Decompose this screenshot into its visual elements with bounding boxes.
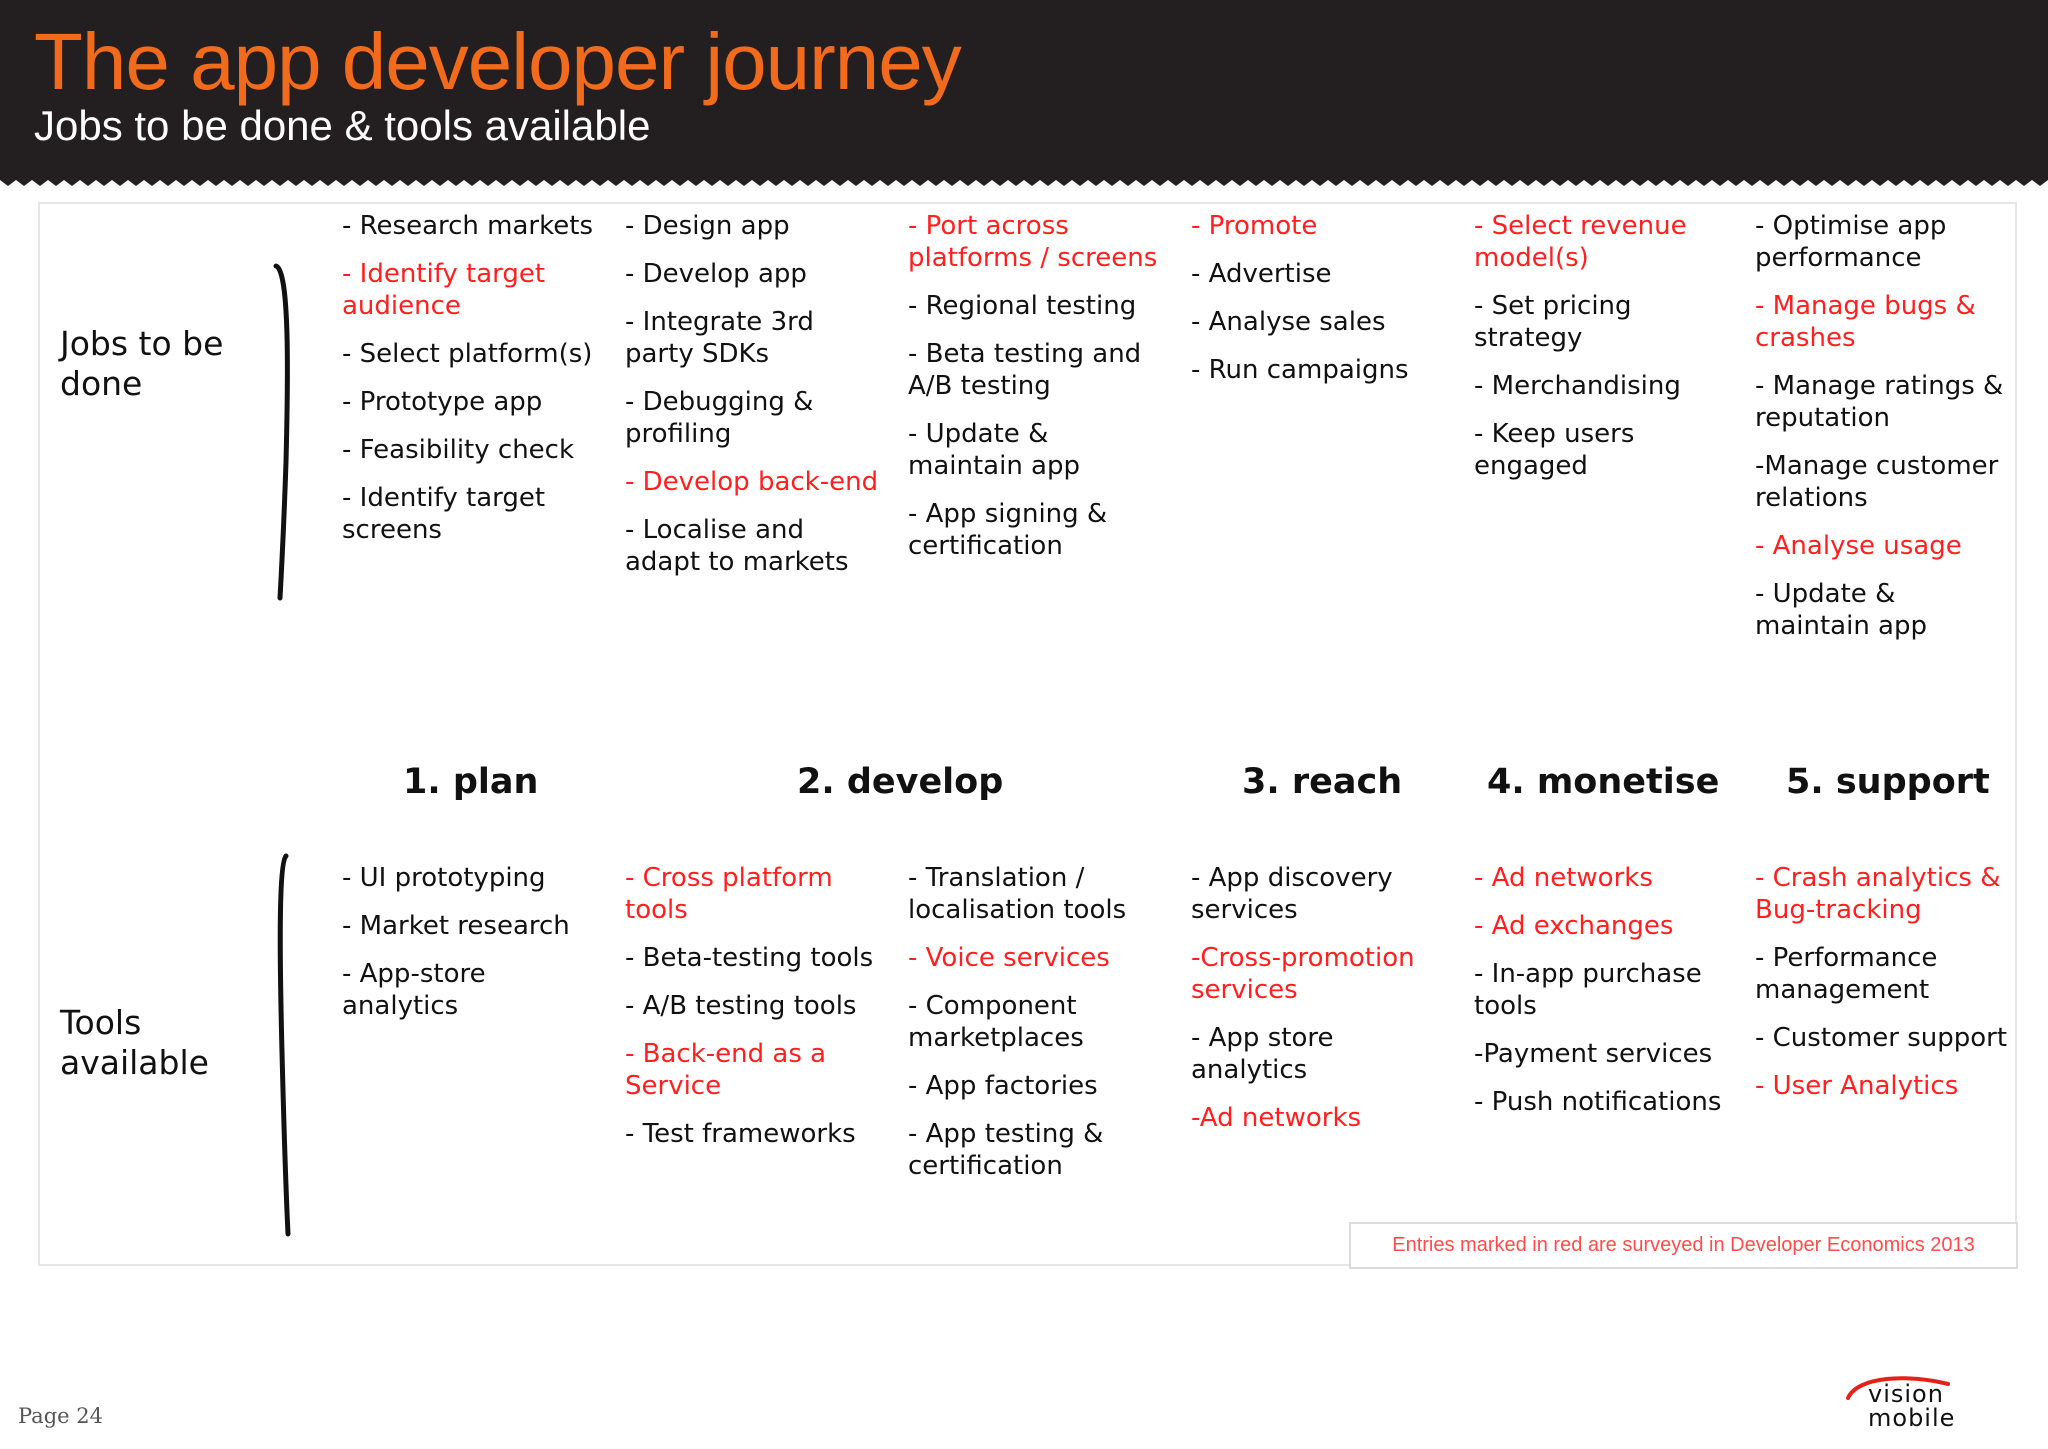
job-item: - Regional testing [908, 291, 1137, 321]
job-column: - Promote - Advertise - Analyse sales - Run… [1191, 210, 1453, 402]
job-item: - Analyse sales [1191, 307, 1386, 337]
job-item: - Advertise [1191, 259, 1332, 289]
phase-monetise: 4. monetise [1487, 762, 1720, 802]
tool-item: - Customer support [1755, 1023, 2008, 1053]
job-item: - Research markets [342, 211, 593, 241]
job-item: - Set pricing strategy [1474, 291, 1632, 353]
tool-item: - Cross platform tools [625, 863, 833, 925]
tool-column: - Cross platform tools - Beta-testing too… [625, 862, 887, 1166]
job-item: - Update & maintain app [908, 419, 1080, 481]
row-label-jobs: Jobs to be done [60, 324, 224, 403]
tool-column: - Ad networks - Ad exchanges - In-app purc… [1474, 862, 1736, 1134]
tool-item: -Ad networks [1191, 1103, 1362, 1133]
svg-text:vision: vision [1868, 1380, 1944, 1408]
page-number: Page 24 [18, 1404, 103, 1428]
tool-item: - Push notifications [1474, 1087, 1722, 1117]
job-item: - Develop back-end [625, 467, 879, 497]
tool-item: - Ad networks [1474, 863, 1653, 893]
job-item: - Localise and adapt to markets [625, 515, 849, 577]
job-item: - Identify target screens [342, 483, 546, 545]
job-item: - Integrate 3rd party SDKs [625, 307, 814, 369]
header-band: The app developer journey Jobs to be don… [0, 0, 2048, 180]
tool-item: - App discovery services [1191, 863, 1393, 925]
phase-develop: 2. develop [797, 762, 1004, 802]
svg-text:mobile: mobile [1868, 1404, 1955, 1432]
job-item: - Promote [1191, 211, 1318, 241]
job-item: - Select platform(s) [342, 339, 593, 369]
job-item: - Optimise app performance [1755, 211, 1947, 273]
phase-reach: 3. reach [1242, 762, 1403, 802]
job-item: - Design app [625, 211, 790, 241]
job-item: - Select revenue model(s) [1474, 211, 1687, 273]
tools-bracket [277, 853, 291, 1237]
footnote-box: Entries marked in red are surveyed in De… [1349, 1222, 2018, 1269]
page-title: The app developer journey [34, 17, 962, 106]
tool-item: - Ad exchanges [1474, 911, 1674, 941]
job-column: - Research markets - Identify target audi… [342, 210, 604, 562]
tool-item: -Payment services [1474, 1039, 1713, 1069]
tool-column: - App discovery services -Cross-promotion… [1191, 862, 1453, 1150]
tool-item: - App testing & certification [908, 1119, 1104, 1181]
job-item: - Debugging & profiling [625, 387, 814, 449]
job-item: - Prototype app [342, 387, 543, 417]
page-subtitle: Jobs to be done & tools available [34, 102, 651, 149]
tool-item: - In-app purchase tools [1474, 959, 1702, 1021]
tool-item: -Cross-promotion services [1191, 943, 1415, 1005]
tool-item: - A/B testing tools [625, 991, 857, 1021]
tool-item: - Test frameworks [625, 1119, 856, 1149]
job-item: - Feasibility check [342, 435, 575, 465]
tool-column: - UI prototyping - Market research - App-s… [342, 862, 604, 1038]
tool-item: - App store analytics [1191, 1023, 1334, 1085]
tool-item: - UI prototyping [342, 863, 546, 893]
job-column: - Port across platforms / screens - Regio… [908, 210, 1170, 578]
row-label-tools: Tools available [60, 1003, 209, 1082]
job-item: - Beta testing and A/B testing [908, 339, 1142, 401]
job-item: - Port across platforms / screens [908, 211, 1158, 273]
tool-item: - Market research [342, 911, 570, 941]
header-zigzag-edge [0, 172, 2048, 186]
job-column: - Design app - Develop app - Integrate 3rd… [625, 210, 887, 594]
tool-item: - App-store analytics [342, 959, 486, 1021]
job-item: - Merchandising [1474, 371, 1681, 401]
vision-mobile-logo: vision mobile [1846, 1376, 1955, 1432]
job-item: -Manage customer relations [1755, 451, 1999, 513]
job-item: - Analyse usage [1755, 531, 1962, 561]
job-item: - Run campaigns [1191, 355, 1409, 385]
job-item: - Identify target audience [342, 259, 546, 321]
tool-item: - User Analytics [1755, 1071, 1959, 1101]
job-item: - Update & maintain app [1755, 579, 1927, 641]
job-item: - Manage bugs & crashes [1755, 291, 1976, 353]
tool-item: - Performance management [1755, 943, 1938, 1005]
tool-item: - Beta-testing tools [625, 943, 874, 973]
job-item: - Develop app [625, 259, 807, 289]
job-item: - Keep users engaged [1474, 419, 1635, 481]
jobs-bracket [273, 263, 290, 601]
diagram-frame [38, 202, 2017, 1266]
tool-item: - App factories [908, 1071, 1098, 1101]
phase-support: 5. support [1786, 762, 1990, 802]
job-column: - Optimise app performance - Manage bugs … [1755, 210, 2017, 658]
tool-item: - Translation / localisation tools [908, 863, 1127, 925]
tool-item: - Voice services [908, 943, 1110, 973]
phase-plan: 1. plan [403, 762, 539, 802]
job-item: - Manage ratings & reputation [1755, 371, 2004, 433]
tool-column: - Crash analytics & Bug-tracking - Perfor… [1755, 862, 2017, 1118]
job-item: - App signing & certification [908, 499, 1108, 561]
tool-item: - Back-end as a Service [625, 1039, 827, 1101]
job-column: - Select revenue model(s) - Set pricing s… [1474, 210, 1736, 498]
tool-item: - Component marketplaces [908, 991, 1084, 1053]
tool-item: - Crash analytics & Bug-tracking [1755, 863, 2001, 925]
tool-column: - Translation / localisation tools - Voic… [908, 862, 1170, 1198]
